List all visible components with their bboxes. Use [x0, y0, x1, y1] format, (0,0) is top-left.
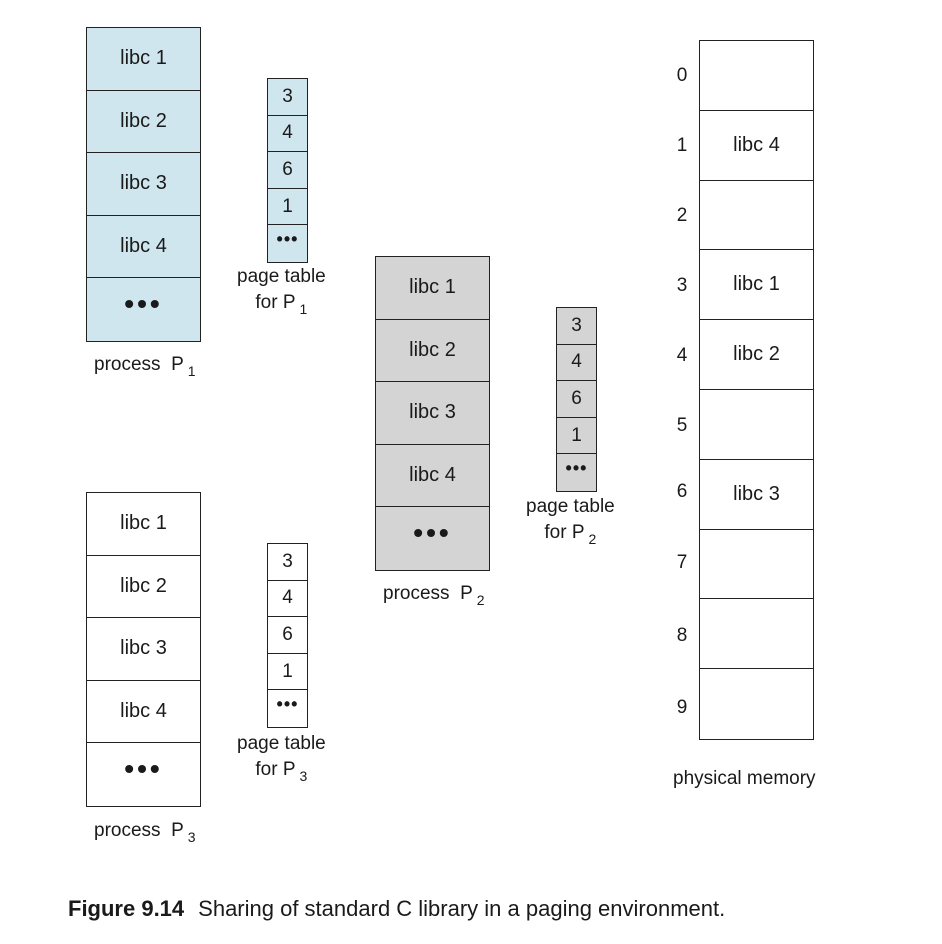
- process-p1-page: libc 3: [87, 153, 200, 216]
- process-p2-page: libc 1: [376, 257, 489, 320]
- page-table-entry: 6: [268, 152, 307, 189]
- frame-number: 5: [676, 415, 688, 436]
- page-table-entry: 1: [557, 418, 596, 455]
- memory-frame-2: [700, 181, 813, 251]
- frame-number: 0: [676, 65, 688, 86]
- page-table-p1: 3 4 6 1 •••: [267, 78, 308, 263]
- memory-frame-0: [700, 41, 813, 111]
- page-table-p2: 3 4 6 1 •••: [556, 307, 597, 492]
- process-p2-page-ellipsis: •••: [413, 517, 452, 549]
- page-table-entry: 4: [268, 116, 307, 153]
- page-table-entry: 6: [557, 381, 596, 418]
- memory-frame-4: libc 2: [700, 320, 813, 390]
- memory-frame-1: libc 4: [700, 111, 813, 181]
- page-table-entry-ellipsis: •••: [276, 694, 299, 715]
- memory-frame-5: [700, 390, 813, 460]
- frame-number: 3: [676, 275, 688, 296]
- process-p3-page: libc 4: [87, 681, 200, 743]
- page-table-entry: 3: [268, 79, 307, 116]
- page-table-entry: 3: [268, 544, 307, 581]
- frame-number: 6: [676, 481, 688, 502]
- frame-number: 4: [676, 345, 688, 366]
- process-p3-page: libc 1: [87, 493, 200, 556]
- process-p3-pages: libc 1 libc 2 libc 3 libc 4 •••: [86, 492, 201, 807]
- page-table-entry: 4: [557, 345, 596, 382]
- frame-number: 8: [676, 625, 688, 646]
- physical-memory-label: physical memory: [673, 768, 816, 789]
- process-p1-page: libc 4: [87, 216, 200, 278]
- memory-frame-9: [700, 669, 813, 739]
- process-p2-page: libc 3: [376, 382, 489, 445]
- process-p2-page: libc 4: [376, 445, 489, 507]
- page-table-p3: 3 4 6 1 •••: [267, 543, 308, 728]
- physical-memory: libc 4 libc 1 libc 2 libc 3: [699, 40, 814, 740]
- memory-frame-3: libc 1: [700, 250, 813, 321]
- process-p1-page: libc 2: [87, 91, 200, 153]
- page-table-entry-ellipsis: •••: [565, 458, 588, 479]
- process-p3-page: libc 2: [87, 556, 200, 618]
- frame-number: 2: [676, 205, 688, 226]
- process-p3-page-ellipsis: •••: [124, 753, 163, 785]
- process-p2-pages: libc 1 libc 2 libc 3 libc 4 •••: [375, 256, 490, 571]
- figure-caption-text: Sharing of standard C library in a pagin…: [198, 896, 726, 921]
- page-table-entry: 6: [268, 617, 307, 654]
- page-table-entry: 4: [268, 581, 307, 618]
- process-p1-page-ellipsis: •••: [124, 288, 163, 320]
- figure-caption: Figure 9.14 Sharing of standard C library…: [68, 896, 725, 922]
- page-table-entry: 1: [268, 189, 307, 226]
- frame-number: 1: [676, 135, 688, 156]
- page-table-entry-ellipsis: •••: [276, 229, 299, 250]
- memory-frame-6: libc 3: [700, 460, 813, 530]
- memory-frame-7: [700, 530, 813, 600]
- page-table-entry: 1: [268, 654, 307, 691]
- frame-number: 9: [676, 697, 688, 718]
- process-p1-pages: libc 1 libc 2 libc 3 libc 4 •••: [86, 27, 201, 342]
- process-p1-page: libc 1: [87, 28, 200, 91]
- process-p3-page: libc 3: [87, 618, 200, 681]
- page-table-entry: 3: [557, 308, 596, 345]
- frame-number: 7: [676, 552, 688, 573]
- figure-number: Figure 9.14: [68, 896, 185, 921]
- memory-frame-8: [700, 599, 813, 670]
- process-p2-page: libc 2: [376, 320, 489, 382]
